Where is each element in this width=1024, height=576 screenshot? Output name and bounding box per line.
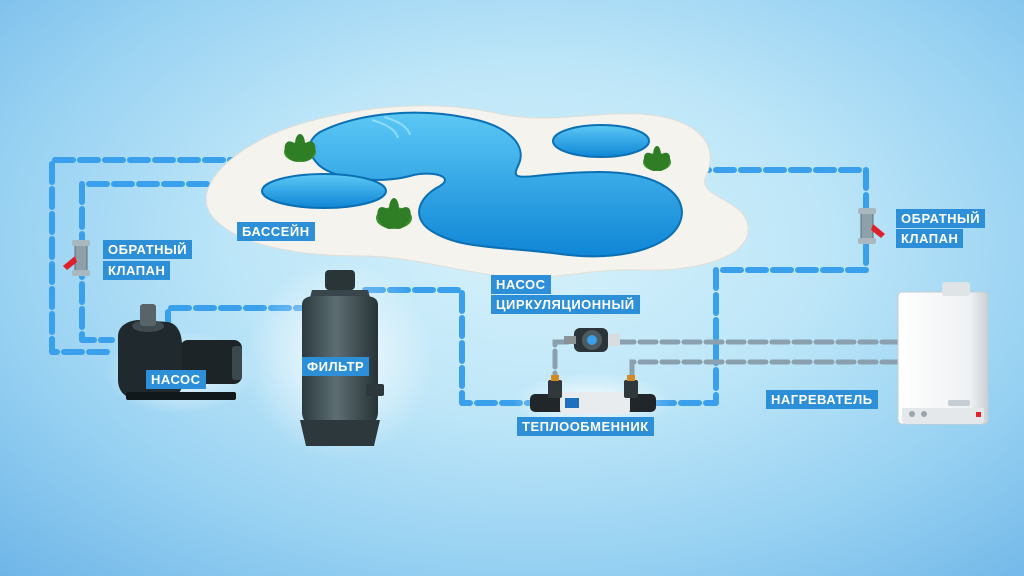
plant-icon	[284, 134, 671, 230]
pump-icon	[105, 304, 255, 414]
check-valve-left-label-line1: ОБРАТНЫЙ	[103, 240, 193, 259]
heat-exchanger-label: ТЕПЛООБМЕННИК	[517, 417, 654, 436]
pipe-filter-to-exchanger	[362, 287, 533, 406]
pool-label: БАССЕЙН	[237, 222, 315, 241]
pool-small-left	[261, 173, 387, 209]
pump-label: НАСОС	[146, 370, 206, 389]
filter-label: ФИЛЬТР	[302, 357, 370, 376]
check-valve-icon	[858, 208, 885, 244]
heater-icon	[897, 282, 989, 425]
pipe-heater-return	[629, 359, 901, 388]
circulation-pump-label-line1: НАСОС	[491, 275, 551, 294]
pool-icon	[205, 105, 749, 278]
pipe-pool-return-outer	[49, 157, 251, 355]
check-valve-icon	[63, 240, 90, 276]
pool-main-water	[308, 111, 683, 258]
pipe-heater-supply	[552, 339, 901, 388]
pool-steps	[371, 116, 411, 139]
circulation-pump-icon	[564, 328, 620, 352]
check-valve-left-label-line2: КЛАПАН	[103, 261, 171, 280]
circulation-pump-label-line2: ЦИРКУЛЯЦИОННЫЙ	[491, 295, 640, 314]
pipe-exchanger-to-pool	[653, 167, 869, 406]
pool-small-right	[552, 124, 650, 158]
check-valve-right-label-line2: КЛАПАН	[896, 229, 964, 248]
check-valve-right-label-line1: ОБРАТНЫЙ	[896, 209, 986, 228]
heater-label: НАГРЕВАТЕЛЬ	[766, 390, 878, 409]
